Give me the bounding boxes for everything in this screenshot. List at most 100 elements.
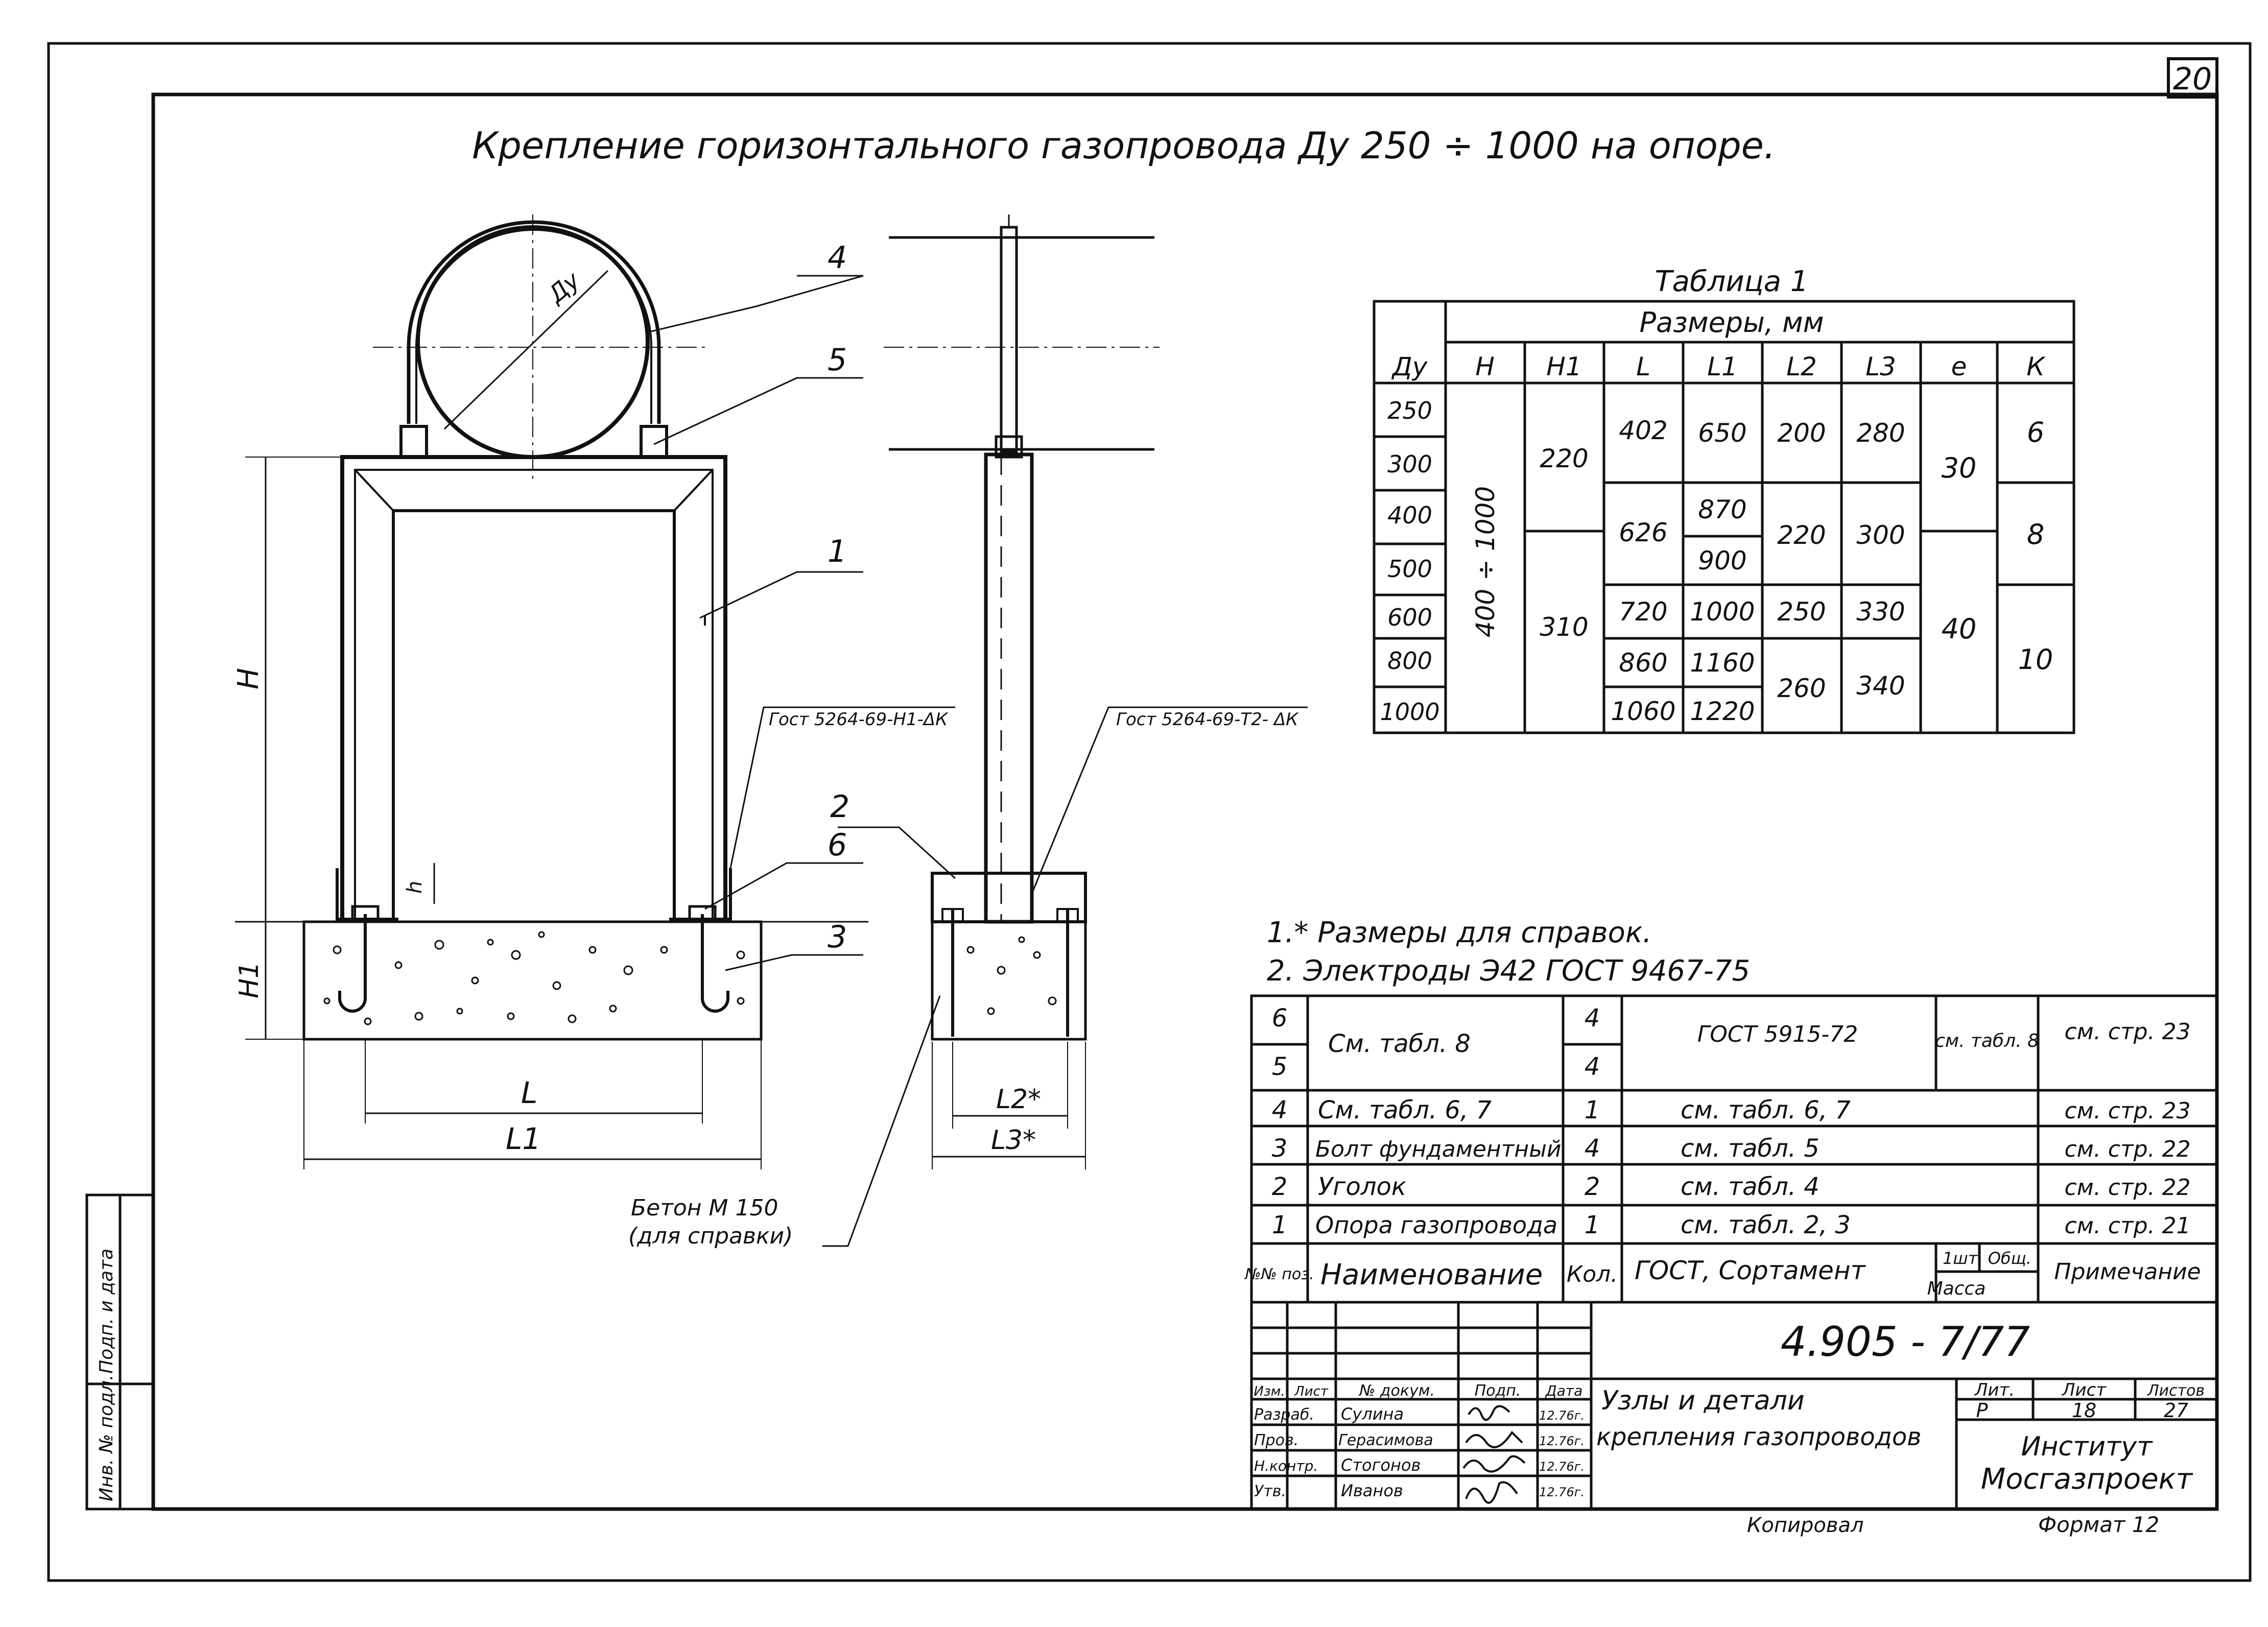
weld-note-side: Гост 5264-69-Т2- ΔК: [1116, 709, 1299, 730]
th-l3: L3: [1865, 352, 1896, 381]
spec-note-1: см. стр. 21: [2064, 1213, 2190, 1239]
anchor-bolt-right: [701, 914, 729, 1013]
spec-head-gost: ГОСТ, Сортамент: [1635, 1256, 1867, 1285]
side-view: 2 Гост 5264-69-Т2- ΔК L2* L3*: [822, 214, 1308, 1247]
concrete-note-1: Бетон М 150: [631, 1195, 778, 1221]
td-l-1060: 1060: [1611, 697, 1675, 726]
date-dev: 12.76г.: [1539, 1408, 1585, 1423]
sheet-label: Лист: [2061, 1380, 2107, 1400]
concrete-note-2: (для справки): [628, 1223, 793, 1249]
spec-note-3: см. стр. 22: [2064, 1136, 2190, 1162]
spec-gost-3: см. табл. 5: [1681, 1134, 1820, 1163]
td-k-10: 10: [2018, 643, 2053, 676]
td-l3-340: 340: [1856, 671, 1905, 701]
td-h1-310: 310: [1540, 612, 1588, 642]
td-l2-220: 220: [1777, 520, 1826, 550]
label-l3: L3*: [991, 1125, 1036, 1156]
td-l1-870: 870: [1698, 495, 1746, 524]
callout-5: 5: [828, 342, 847, 378]
callout-2: 2: [830, 789, 849, 825]
date-norm: 12.76г.: [1539, 1459, 1585, 1474]
td-e-30: 30: [1942, 452, 1977, 484]
outer-border: [47, 42, 2252, 1582]
spec-name-6: См. табл. 8: [1328, 1030, 1471, 1058]
role-appr: Утв.: [1254, 1482, 1286, 1500]
spec-pos-4: 4: [1272, 1096, 1288, 1124]
lit-label: Лит.: [1974, 1380, 2015, 1400]
td-l-626: 626: [1619, 518, 1667, 547]
spec-note-2: см. стр. 22: [2064, 1175, 2190, 1201]
spec-gost-6: ГОСТ 5915-72: [1697, 1021, 1858, 1047]
label-h-small: h: [403, 881, 427, 894]
spec-gost-4: см. табл. 6, 7: [1681, 1096, 1851, 1124]
inner-frame: [151, 92, 2219, 1511]
date-check: 12.76г.: [1539, 1434, 1585, 1448]
front-view: Ду Н: [232, 214, 955, 1169]
td-l1-650: 650: [1698, 418, 1746, 448]
spec-head-qty: Кол.: [1567, 1261, 1618, 1287]
u-clamp: [407, 220, 661, 424]
th-du: Ду: [1391, 352, 1428, 381]
sheet-number-box: [2167, 57, 2218, 99]
td-l-860: 860: [1619, 648, 1667, 678]
callout-4: 4: [828, 240, 847, 276]
clamp-rod: [1000, 226, 1018, 453]
td-du-1000: 1000: [1380, 698, 1439, 726]
label-du: Ду: [542, 266, 585, 309]
weld-note-front: Гост 5264-69-Н1-ΔК: [769, 709, 949, 730]
signatures: [1462, 1405, 1526, 1504]
td-du-400: 400: [1387, 501, 1432, 529]
anchor-bolt-left: [338, 914, 367, 1013]
callout-6: 6: [828, 827, 847, 863]
td-l1-1160: 1160: [1690, 648, 1755, 678]
doc-title-1: Узлы и детали: [1601, 1385, 1805, 1416]
spec-head-pos: №№ поз.: [1244, 1265, 1314, 1283]
note-1: 1.* Размеры для справок.: [1267, 916, 1652, 949]
spec-qty-3: 4: [1585, 1134, 1600, 1163]
name-appr: Иванов: [1341, 1481, 1403, 1500]
spec-gost-2: см. табл. 4: [1681, 1173, 1820, 1201]
clamp-nut-right: [640, 425, 668, 459]
th-l: L: [1636, 352, 1650, 381]
spec-note-4: см. стр. 23: [2064, 1098, 2190, 1124]
td-du-800: 800: [1387, 647, 1432, 675]
spec-qty-5: 4: [1585, 1052, 1600, 1081]
sheet-title: Крепление горизонтального газопровода Ду…: [472, 124, 1776, 167]
col-izm: Изм.: [1254, 1384, 1285, 1399]
spec-gost-1: см. табл. 2, 3: [1681, 1211, 1851, 1239]
concrete-aggregate: [323, 931, 745, 1025]
title-block-text: 4.905 - 7/77 Узлы и детали крепления газ…: [1254, 1318, 2205, 1500]
angle-right: [669, 868, 732, 921]
table1: [1373, 300, 2075, 734]
td-du-300: 300: [1387, 450, 1432, 478]
spec-name-1: Опора газопровода: [1315, 1211, 1557, 1239]
col-doc: № докум.: [1358, 1382, 1435, 1400]
td-du-500: 500: [1387, 555, 1432, 583]
support-frame: [340, 455, 727, 919]
doc-code: 4.905 - 7/77: [1781, 1318, 2030, 1366]
td-h1-220: 220: [1540, 444, 1588, 473]
th-h1: Н1: [1546, 352, 1581, 381]
lit-value: Р: [1976, 1399, 1988, 1422]
label-l2: L2*: [996, 1084, 1041, 1115]
clamp-nut-left: [399, 425, 428, 459]
td-l1-1000: 1000: [1690, 597, 1755, 627]
format-label: Формат 12: [2038, 1512, 2159, 1537]
callout-1: 1: [828, 534, 847, 569]
spec-name-4: См. табл. 6, 7: [1318, 1096, 1492, 1124]
spec-pos-5: 5: [1272, 1052, 1288, 1081]
td-l2-200: 200: [1777, 418, 1826, 448]
spec-head-name: Наименование: [1320, 1258, 1543, 1291]
th-l1: L1: [1707, 352, 1738, 381]
date-appr: 12.76г.: [1539, 1485, 1585, 1499]
td-l1-900: 900: [1698, 546, 1746, 576]
td-e-40: 40: [1942, 613, 1977, 645]
name-dev: Сулина: [1341, 1404, 1404, 1424]
td-du-600: 600: [1387, 604, 1432, 631]
td-du-250: 250: [1387, 397, 1432, 424]
sheets-label: Листов: [2147, 1382, 2205, 1400]
concrete-block: [302, 920, 763, 1041]
spec-head-mass-top: 1шт. Общ.: [1943, 1249, 2031, 1268]
label-h: Н: [232, 668, 265, 689]
sheet-number: 20: [2173, 61, 2212, 97]
